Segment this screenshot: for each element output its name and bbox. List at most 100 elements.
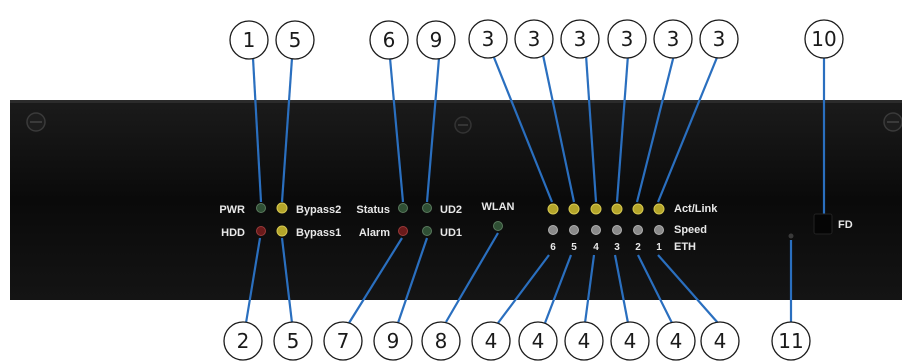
status-label: Status: [356, 204, 390, 216]
callout-badge: 3: [699, 19, 739, 59]
callout-number: 4: [485, 329, 498, 353]
callouts-top: 1 5 6 9 3 3 3 3 3 3 10: [229, 19, 844, 60]
callout-badge: 2: [223, 321, 263, 361]
callout-line: [541, 54, 576, 203]
speed-label: Speed: [674, 224, 707, 236]
act-link-led: [590, 203, 602, 215]
callout-badge: 10: [804, 19, 844, 59]
act-link-led: [568, 203, 580, 215]
speed-led: [633, 225, 643, 235]
port-number: 4: [593, 242, 599, 253]
callout-number: 10: [811, 27, 836, 51]
callout-number: 3: [713, 27, 726, 51]
device-front-panel: [10, 100, 902, 300]
hdd-label: HDD: [221, 227, 245, 239]
callout-badge: 5: [275, 20, 315, 60]
callout-badge: 4: [564, 321, 604, 361]
wlan-led: [493, 221, 503, 231]
callout-number: 7: [337, 329, 350, 353]
led-group: [256, 202, 665, 237]
speed-led: [591, 225, 601, 235]
reset-pinhole[interactable]: [788, 233, 794, 239]
callout-number: 4: [578, 329, 591, 353]
callout-line: [637, 254, 673, 324]
callout-number: 1: [243, 28, 256, 52]
ud2-label: UD2: [440, 204, 462, 216]
fd-label: FD: [838, 219, 853, 231]
callout-badge: 3: [607, 19, 647, 59]
ud2-led: [422, 203, 432, 213]
callout-number: 3: [667, 27, 680, 51]
callout-badge: 11: [771, 321, 811, 361]
speed-led: [612, 225, 622, 235]
eth-label: ETH: [674, 241, 696, 253]
callout-line: [656, 54, 720, 203]
callout-badge: 1: [229, 20, 269, 60]
callout-line: [388, 57, 405, 203]
status-led: [398, 203, 408, 213]
callout-number: 4: [624, 329, 637, 353]
ud1-led: [422, 226, 432, 236]
hdd-led: [256, 226, 266, 236]
pwr-label: PWR: [219, 204, 245, 216]
callout-number: 2: [237, 329, 250, 353]
callout-badge: 6: [369, 20, 409, 60]
callout-number: 9: [387, 329, 400, 353]
callout-line: [584, 54, 598, 203]
port-number: 5: [571, 242, 577, 253]
bypass2-label: Bypass2: [296, 204, 341, 216]
callout-number: 8: [435, 329, 448, 353]
callout-badge: 5: [273, 321, 313, 361]
callout-line: [244, 237, 262, 324]
callout-line: [657, 254, 719, 324]
fd-button[interactable]: [813, 213, 833, 235]
callout-number: 5: [287, 329, 300, 353]
ud1-label: UD1: [440, 227, 462, 239]
callout-line: [491, 54, 554, 203]
callout-line: [635, 54, 676, 203]
callout-badge: 9: [373, 321, 413, 361]
callout-line: [445, 232, 499, 323]
act-link-led: [611, 203, 623, 215]
screw-icon: [454, 116, 472, 134]
callout-line: [615, 54, 630, 203]
speed-led: [548, 225, 558, 235]
speed-led: [569, 225, 579, 235]
callout-line: [425, 57, 441, 203]
port-number: 2: [635, 242, 641, 253]
callout-badge: 3: [653, 19, 693, 59]
callouts-bottom: 2 5 7 9 8 4 4 4 4 4 4 11: [223, 321, 811, 361]
port-number: 6: [550, 242, 556, 253]
callout-badge: 3: [514, 19, 554, 59]
callout-number: 9: [430, 28, 443, 52]
callout-line: [613, 254, 630, 324]
callout-badge: 3: [560, 19, 600, 59]
callout-badge: 8: [421, 321, 461, 361]
bypass2-led: [276, 202, 288, 214]
callout-number: 3: [482, 27, 495, 51]
alarm-led: [398, 226, 408, 236]
callout-number: 6: [383, 28, 396, 52]
callout-badge: 3: [468, 19, 508, 59]
callout-badge: 9: [416, 20, 456, 60]
callout-badge: 4: [656, 321, 696, 361]
callout-number: 5: [289, 28, 302, 52]
act-link-label: Act/Link: [674, 203, 718, 215]
callout-line: [396, 237, 429, 324]
wlan-label: WLAN: [482, 201, 515, 213]
callout-number: 4: [670, 329, 683, 353]
port-number: 3: [614, 242, 620, 253]
bypass1-label: Bypass1: [296, 227, 341, 239]
callout-line: [543, 254, 573, 324]
act-link-led: [547, 203, 559, 215]
callout-line: [583, 254, 596, 324]
act-link-led: [653, 203, 665, 215]
callout-badge: 4: [518, 321, 558, 361]
act-link-led: [632, 203, 644, 215]
callout-badge: 4: [700, 321, 740, 361]
callout-line: [280, 57, 294, 203]
callout-number: 3: [528, 27, 541, 51]
callout-number: 4: [532, 329, 545, 353]
port-number: 1: [656, 242, 662, 253]
